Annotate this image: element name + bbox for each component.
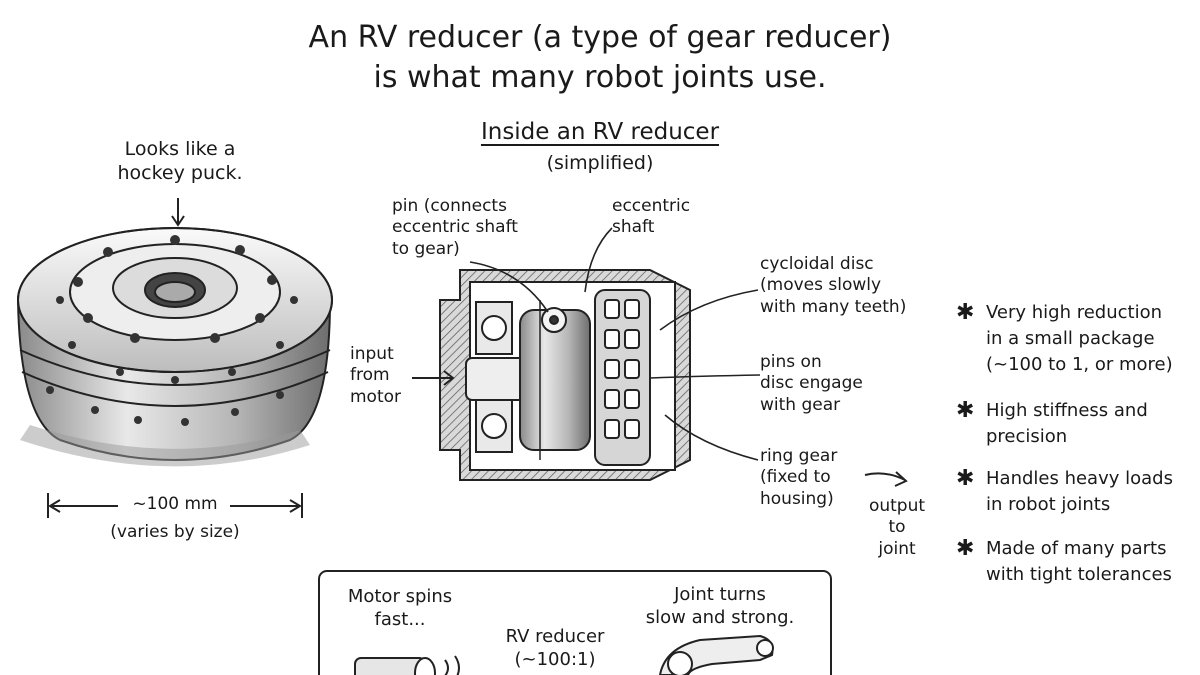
robot-arm-icon [658,634,774,675]
size-note: (varies by size) [110,522,240,542]
joint-caption: Joint turns slow and strong. [645,584,795,628]
label-cycloidal-disc: cycloidal disc (moves slowly with many t… [760,254,907,317]
page-title: An RV reducer (a type of gear reducer) i… [308,20,892,95]
label-leader-lines [469,227,761,461]
dimension-line [47,493,303,518]
motor-icon [354,655,460,675]
label-ring-gear: ring gear (fixed to housing) [760,446,838,509]
asterisk-icon: ✱ [956,398,975,423]
puck-caption: Looks like a hockey puck. [117,138,243,184]
diagram-title: Inside an RV reducer [480,119,720,145]
label-pin: pin (connects eccentric shaft to gear) [392,196,518,259]
motor-caption: Motor spins fast... [347,586,453,630]
feature-item: Made of many parts with tight tolerances [986,538,1172,585]
feature-item: Very high reduction in a small package (… [986,302,1173,375]
asterisk-icon: ✱ [956,300,975,325]
label-eccentric-shaft: eccentric shaft [612,196,691,238]
arrow-right-icon [864,471,908,487]
rv-reducer-cross-section [439,269,691,481]
asterisk-icon: ✱ [956,466,975,491]
feature-item: High stiffness and precision [986,400,1148,447]
asterisk-icon: ✱ [956,536,975,561]
label-input: input from motor [350,344,402,407]
rv-reducer-exterior-drawing [17,227,333,467]
size-label: ~100 mm [132,494,218,514]
arrow-down-icon [171,198,185,227]
arrow-right-icon [412,370,455,386]
reducer-caption: RV reducer (~100:1) [505,626,605,670]
feature-item: Handles heavy loads in robot joints [986,468,1173,515]
diagram-subtitle: (simplified) [546,152,654,174]
label-pins-on-disc: pins on disc engage with gear [760,352,863,415]
label-output: output to joint [868,496,926,559]
